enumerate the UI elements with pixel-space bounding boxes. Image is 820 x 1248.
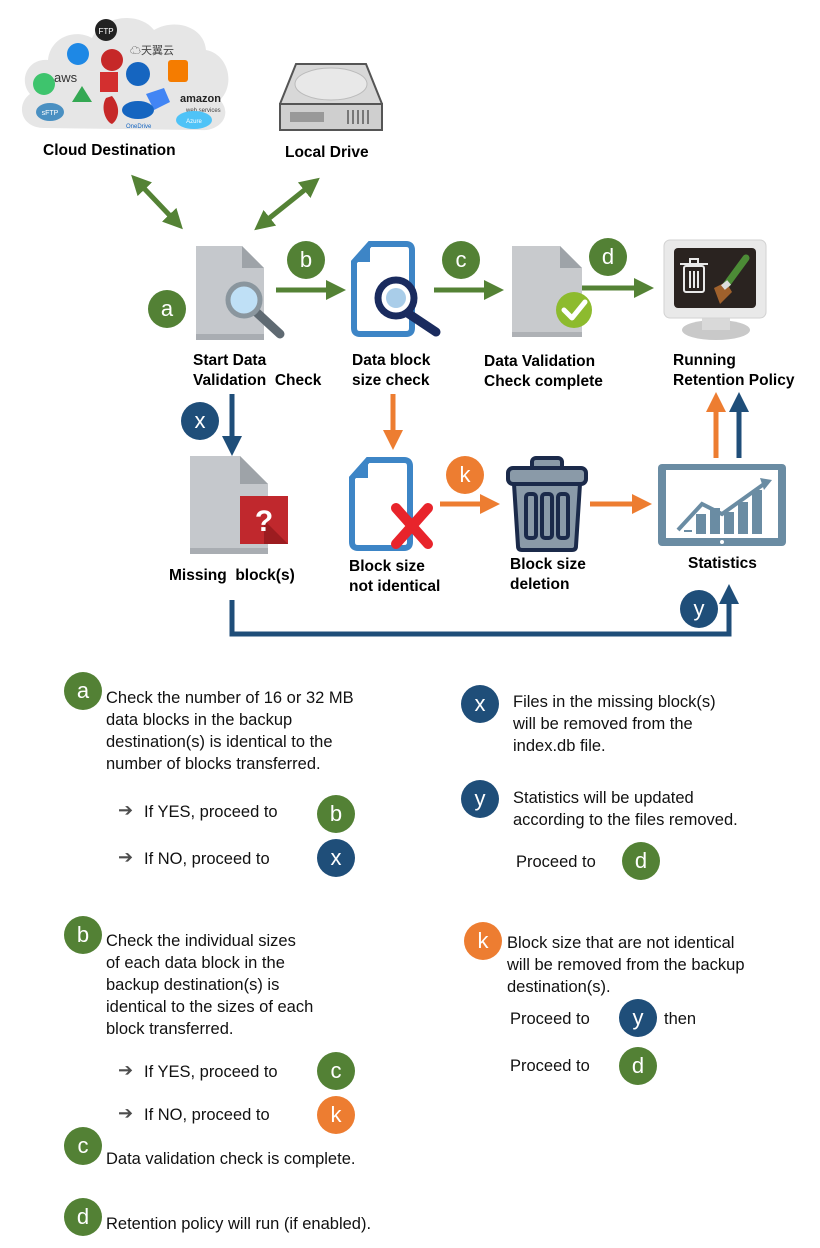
retention-monitor-icon: [662, 238, 768, 342]
arrow-right-icon: ➔: [118, 847, 134, 867]
legend-y-proceed-badge: d: [622, 842, 660, 880]
trash-bin-icon: [504, 454, 590, 554]
missing-document-icon: ?: [188, 454, 292, 558]
svg-text:?: ?: [255, 505, 273, 538]
legend-y-proceed: Proceed to: [516, 853, 596, 871]
svg-text:Azure: Azure: [186, 119, 202, 125]
document-search-icon: [190, 242, 290, 342]
blue-document-magnifier-icon: [350, 240, 446, 340]
legend-b-yes-badge: c: [317, 1052, 355, 1090]
arrow-cloud-start: [131, 174, 183, 230]
document-check-icon: [508, 244, 598, 340]
retention-policy-label: Running Retention Policy: [673, 352, 795, 389]
flow-badge-x: x: [181, 402, 219, 440]
cloud-destination-node: FTP ☁天翼云 aws amazon web services sFTP On…: [14, 8, 236, 134]
legend-x-text: Files in the missing block(s) will be re…: [513, 693, 716, 755]
statistics-chart-icon: [656, 462, 788, 548]
legend-badge-c: c: [64, 1127, 102, 1165]
arrow-missing-stats: [229, 584, 739, 637]
legend-d-text: Retention policy will run (if enabled).: [106, 1215, 372, 1233]
not-identical-label: Block size not identical: [349, 558, 441, 595]
legend-k-text: Block size that are not identical will b…: [507, 934, 745, 996]
deletion-label: Block size deletion: [510, 556, 586, 593]
legend-b-yes: If YES, proceed to: [144, 1063, 278, 1081]
svg-text:sFTP: sFTP: [42, 110, 59, 117]
legend-badge-y: y: [461, 780, 499, 818]
legend-badge-x: x: [461, 685, 499, 723]
start-validation-label: Start Data Validation Check: [193, 352, 322, 389]
arrow-right-icon: ➔: [118, 800, 134, 820]
arrow-local-start: [254, 177, 320, 231]
svg-text:amazon: amazon: [180, 93, 221, 105]
arrow-right-icon: ➔: [118, 1060, 134, 1080]
missing-blocks-label: Missing block(s): [169, 567, 295, 584]
statistics-label: Statistics: [688, 555, 757, 572]
flow-badge-d: d: [589, 238, 627, 276]
legend-a-no-badge: x: [317, 839, 355, 877]
svg-text:web services: web services: [185, 108, 221, 114]
local-drive-label: Local Drive: [285, 144, 369, 161]
flow-badge-y: y: [680, 590, 718, 628]
svg-text:FTP: FTP: [98, 27, 113, 36]
cloud-destination-label: Cloud Destination: [43, 142, 176, 159]
flow-badge-k: k: [446, 456, 484, 494]
legend-a-yes-badge: b: [317, 795, 355, 833]
legend-b-no-badge: k: [317, 1096, 355, 1134]
legend-a-no: If NO, proceed to: [144, 850, 270, 868]
hard-drive-icon: [276, 58, 386, 138]
legend-b-text: Check the individual sizes of each data …: [106, 932, 314, 1038]
legend-b-no: If NO, proceed to: [144, 1106, 270, 1124]
svg-text:☁天翼云: ☁天翼云: [130, 44, 174, 57]
legend-badge-d: d: [64, 1198, 102, 1236]
legend-c-text: Data validation check is complete.: [106, 1150, 356, 1168]
size-check-label: Data block size check: [352, 352, 431, 389]
flow-badge-c: c: [442, 241, 480, 279]
legend-badge-a: a: [64, 672, 102, 710]
cloud-icon: FTP ☁天翼云 aws amazon web services sFTP On…: [21, 18, 229, 131]
legend-badge-k: k: [464, 922, 502, 960]
legend-k-then: then: [664, 1010, 697, 1028]
legend-k-proceed1: Proceed to: [510, 1010, 590, 1028]
document-error-icon: [348, 456, 440, 552]
arrow-right-icon: ➔: [118, 1103, 134, 1123]
legend-a-yes: If YES, proceed to: [144, 803, 278, 821]
svg-text:OneDrive: OneDrive: [126, 124, 152, 130]
svg-text:aws: aws: [54, 70, 78, 85]
flow-badge-b: b: [287, 241, 325, 279]
validation-complete-label: Data Validation Check complete: [484, 353, 603, 390]
legend-y-text: Statistics will be updated according to …: [513, 789, 738, 829]
legend-k-proceed2: Proceed to: [510, 1057, 590, 1075]
flow-badge-a: a: [148, 290, 186, 328]
legend-a-text: Check the number of 16 or 32 MB data blo…: [106, 689, 354, 773]
legend-k-proceed1-badge: y: [619, 999, 657, 1037]
legend-badge-b: b: [64, 916, 102, 954]
legend-k-proceed2-badge: d: [619, 1047, 657, 1085]
